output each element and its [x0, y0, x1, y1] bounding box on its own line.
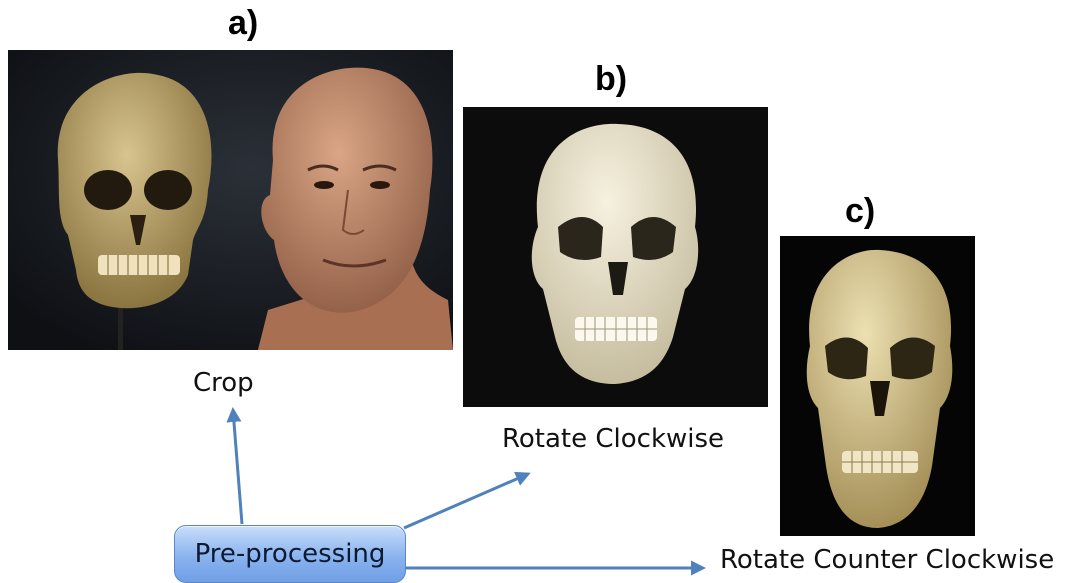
pre-processing-node: Pre-processing: [174, 525, 406, 583]
pre-processing-label: Pre-processing: [195, 539, 386, 569]
arrow-to-crop: [233, 410, 242, 524]
arrow-to-rotate-clockwise: [404, 474, 528, 528]
